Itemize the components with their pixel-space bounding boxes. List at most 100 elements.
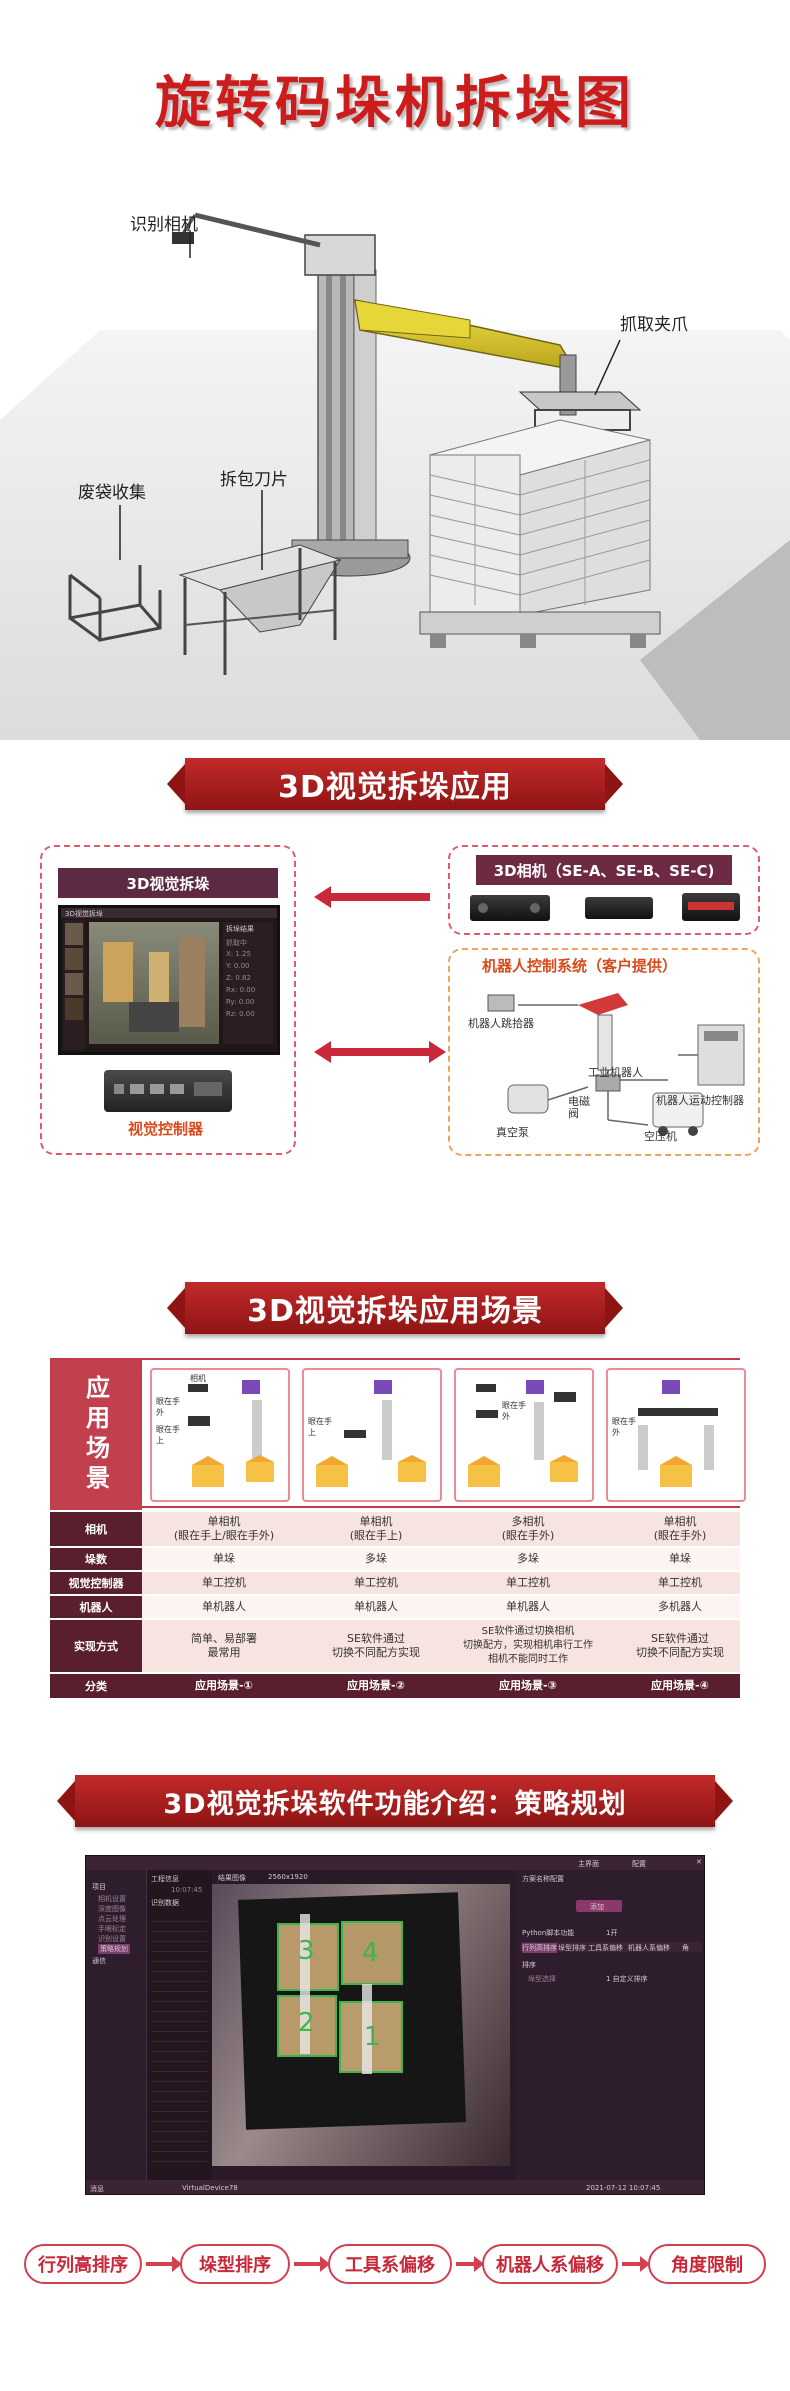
sidebar-item[interactable]: 项目 [92,1883,106,1891]
box-label-4: 4 [362,1938,379,1968]
sidebar-item[interactable]: 识别设置 [98,1935,126,1943]
python-value[interactable]: 1开 [606,1929,618,1937]
list-header: 识别数据 [151,1899,179,1907]
sidebar-item[interactable]: 手眼标定 [98,1925,126,1933]
scene-card-1: 相机 眼在手外 眼在手上 [150,1368,290,1502]
monitor-side-row: Rz: 0.00 [226,1010,255,1018]
table-row: 分类 应用场景-① 应用场景-② 应用场景-③ 应用场景-④ [50,1674,740,1698]
scene-2-note: 眼在手上 [308,1417,332,1437]
table-cell: 应用场景-④ [651,1679,709,1692]
gripper-callout: 抓取夹爪 [620,315,688,335]
table-row: 垛数 单垛 多垛 多垛 单垛 [50,1548,740,1570]
flow-step-1: 行列高排序 [24,2244,142,2284]
table-cell: 单相机 (眼在手上) [349,1515,403,1542]
strategy-tab[interactable]: 机器人系偏移 [628,1944,670,1952]
table-row: 机器人 单机器人 单机器人 单机器人 多机器人 [50,1596,740,1618]
table-cell: 单相机 (眼在手外) [653,1515,707,1542]
flow-step-4: 机器人系偏移 [482,2244,618,2284]
status-device: VirtualDevice78 [182,2184,238,2192]
robot-controller-label: 机器人运动控制器 [656,1094,744,1107]
monitor-titlebar: 3D视觉拆垛 [61,908,277,918]
bag-stack [419,419,661,648]
table-cell: 单机器人 [202,1600,246,1613]
monitor-side-row: X: 1.25 [226,950,251,958]
monitor-side-row: 抓取中 [226,939,247,947]
add-button[interactable]: 添加 [576,1900,622,1912]
sidebar-item-active[interactable]: 策略规划 [98,1944,130,1954]
monitor-side-row: Ry: 0.00 [226,998,255,1006]
table-cell: 多相机 (眼在手外) [501,1515,555,1542]
table-cell: 单机器人 [506,1600,550,1613]
table-cell: 单工控机 [354,1576,398,1589]
table-cell: 单机器人 [354,1600,398,1613]
industrial-robot-label: 工业机器人 [588,1066,643,1079]
page-title: 旋转码垛机拆垛图 [155,71,635,136]
sort-value[interactable]: 1 自定义排序 [606,1975,648,1983]
vision-controller-box [104,1070,232,1112]
strategy-tab[interactable]: 角 [682,1944,689,1952]
section-banner-app: 3D视觉拆垛应用 [167,758,623,810]
scene-1-note-2: 眼在手上 [156,1425,180,1445]
list-time: 10:07:45 [171,1886,203,1894]
robot-system-title: 机器人控制系统（客户提供） [482,957,678,975]
strategy-tabs: 行列高排序 垛型排序 工具系偏移 机器人系偏移 角 [520,1942,702,1953]
table-cell: 单工控机 [506,1576,550,1589]
camera-callout: 识别相机 [130,215,198,235]
scene-2-illustration [316,1380,426,1487]
table-cell: 单垛 [213,1552,235,1565]
row-header: 相机 [50,1512,142,1546]
scene-4-illustration [638,1380,718,1487]
close-icon[interactable]: ✕ [696,1858,702,1866]
camera-result-view: 3 4 2 1 [212,1884,510,2166]
strategy-tab[interactable]: 工具系偏移 [588,1944,623,1952]
monitor-side-row: Y: 0.00 [226,962,250,970]
row-header: 分类 [50,1674,142,1698]
box-label-3: 3 [298,1936,315,1966]
section-banner-software: 3D视觉拆垛软件功能介绍：策略规划 [57,1775,733,1827]
flow-arrow-icon [622,2256,650,2272]
scenes-header-row: 应用场景 相机 眼在手外 眼在手上 [50,1358,746,1510]
sidebar-item[interactable]: 深度图像 [98,1905,126,1913]
scene-4-note: 眼在手外 [612,1417,636,1437]
sidebar-item[interactable]: 点云处理 [98,1915,126,1923]
section-banner-scenes: 3D视觉拆垛应用场景 [167,1282,623,1334]
status-left: 消息 [90,2185,104,2193]
boxes-overlay [277,1914,403,2074]
table-cell: 单垛 [669,1552,691,1565]
table-row: 实现方式 简单、易部署 最常用 SE软件通过 切换不同配方实现 SE软件通过切换… [50,1620,740,1672]
flow-step-2: 垛型排序 [180,2244,290,2284]
monitor-thumbs [63,920,85,1050]
sidebar-item[interactable]: 通信 [92,1957,106,1965]
row-header: 视觉控制器 [50,1572,142,1594]
toolbar-config-label[interactable]: 配置 [632,1860,646,1868]
software-sidebar: 项目 相机设置 深度图像 点云处理 手眼标定 识别设置 策略规划 通信 [86,1870,146,2180]
flow-step-5: 角度限制 [648,2244,766,2284]
scene-card-2: 眼在手上 [302,1368,442,1502]
monitor-title: 3D视觉拆垛 [65,910,103,918]
left-panel-title: 3D视觉拆垛 [58,868,278,898]
flow-step-3: 工具系偏移 [328,2244,452,2284]
add-button-label: 添加 [590,1903,604,1911]
table-cell: SE软件通过切换相机 切换配方，实现相机串行工作 相机不能同时工作 [463,1626,593,1665]
scene-3-illustration [468,1380,578,1487]
strategy-tab[interactable]: 行列高排序 [522,1943,557,1953]
camera-se-c [682,893,740,921]
table-cell: 应用场景-③ [499,1679,557,1692]
list-tab-label[interactable]: 工程信息 [151,1875,179,1883]
vision-monitor: 3D视觉拆垛 拆垛结果 抓取中 X: 1.25 Y: 0.00 Z: 0.82 … [58,905,280,1055]
software-data-list: 工程信息 10:07:45 识别数据 [146,1870,212,2180]
result-tab[interactable]: 结果图像 [218,1874,246,1882]
table-row: 视觉控制器 单工控机 单工控机 单工控机 单工控机 [50,1572,740,1594]
monitor-side-row: Z: 0.82 [226,974,251,982]
flow-arrow-icon [146,2256,182,2272]
robot-system-diagram [487,993,745,1136]
scene-row-label: 应用场景 [50,1360,142,1510]
row-header: 垛数 [50,1548,142,1570]
strategy-tab[interactable]: 垛型排序 [558,1944,586,1952]
flow-arrow-icon [294,2256,330,2272]
table-cell: SE软件通过 切换不同配方实现 [636,1632,724,1659]
sidebar-item[interactable]: 相机设置 [98,1895,126,1903]
toolbar-main-label[interactable]: 主界面 [578,1860,599,1868]
compressor-label: 空压机 [644,1130,677,1143]
software-titlebar: 主界面 配置 ✕ [86,1856,704,1870]
